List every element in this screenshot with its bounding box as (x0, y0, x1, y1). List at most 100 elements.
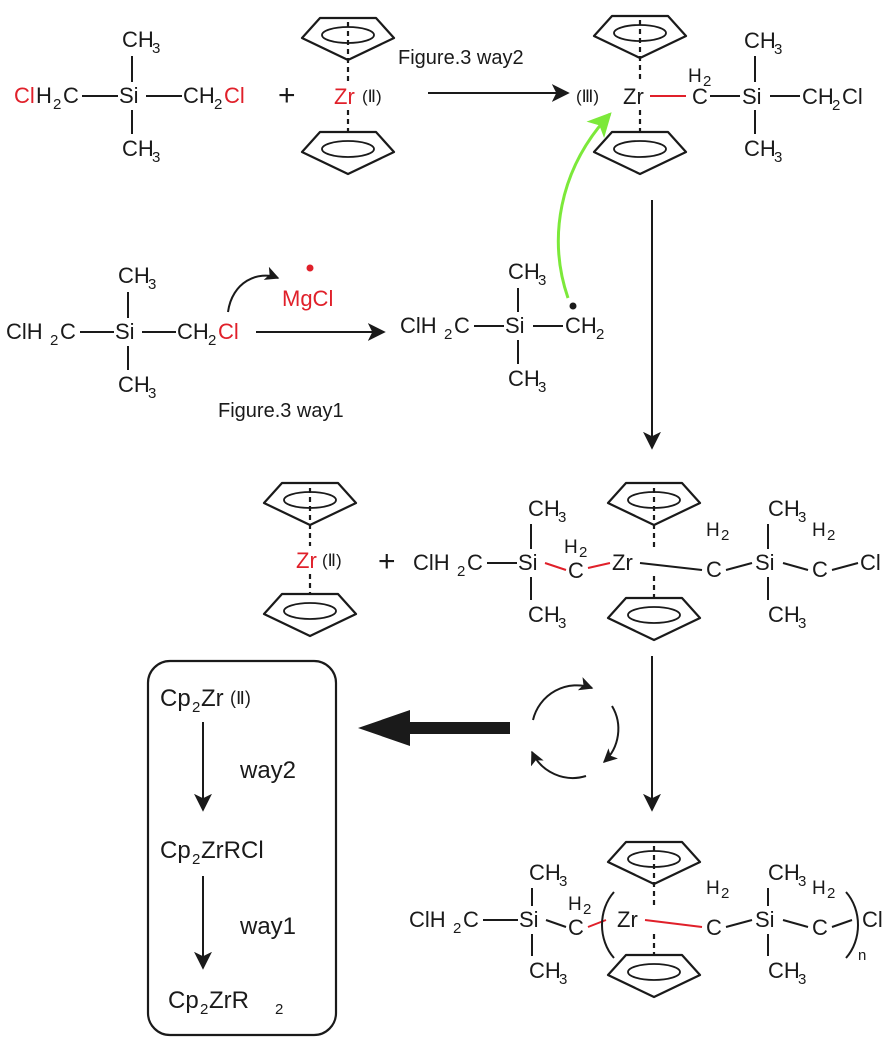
methyl-subscript: 3 (774, 41, 782, 58)
ring-aromatic-circle (283, 602, 337, 620)
bond (782, 562, 809, 571)
silicon-atom: Si (755, 907, 775, 932)
bond (725, 919, 753, 928)
h-subscript: 2 (583, 901, 591, 918)
thick-left-arrow (358, 710, 510, 746)
c-label: C (706, 915, 722, 940)
cyclopentadienyl-ring (606, 953, 702, 999)
cp-subscript: 2 (192, 699, 200, 716)
methyl-subscript: 3 (798, 971, 806, 988)
cycle-arrow (530, 750, 587, 779)
h-subscript: 2 (53, 96, 61, 113)
chlorine-atom: Cl (224, 83, 245, 108)
chlorine-atom: Cl (218, 319, 239, 344)
repeat-unit-close-bracket (845, 891, 859, 959)
methyl-subscript: 3 (148, 385, 156, 402)
h-subscript: 2 (444, 326, 452, 343)
silicon-atom: Si (505, 313, 525, 338)
zirconium-atom: Zr (334, 84, 355, 109)
c-label: C (568, 558, 584, 583)
h-subscript: 2 (827, 527, 835, 544)
zirconocene-regenerated: Zr (Ⅱ) (262, 481, 358, 638)
zirconocene-reagent: Zr (Ⅱ) (300, 16, 396, 176)
clh2-label: ClH (6, 319, 43, 344)
methyl-subscript: 3 (148, 276, 156, 293)
zr-carbon-bond (644, 919, 703, 928)
step-way1-label: way1 (239, 913, 296, 940)
methyl-label: CH (529, 958, 561, 983)
way1-caption: Figure.3 way1 (218, 400, 344, 422)
ch2-label: CH (183, 83, 215, 108)
h-subscript: 2 (457, 563, 465, 580)
zirconium-atom: Zr (623, 84, 644, 109)
zirconium-atom: Zr (617, 907, 638, 932)
methyl-subscript: 3 (558, 509, 566, 526)
h-label: H (568, 894, 582, 915)
zrr2-label: ZrR (209, 987, 249, 1014)
zirconium-atom: Zr (612, 550, 633, 575)
cyclopentadienyl-ring (262, 592, 358, 638)
chlorine-atom: Cl (860, 550, 881, 575)
cyclopentadienyl-ring (300, 130, 396, 176)
h-label: H (812, 520, 826, 541)
h-label: H (564, 537, 578, 558)
radical-dot (569, 302, 577, 310)
h-subscript: 2 (579, 544, 587, 561)
ch2-label: CH (565, 313, 597, 338)
h-label: H (706, 878, 720, 899)
methyl-label: CH (508, 259, 540, 284)
h-label: H (706, 520, 720, 541)
methyl-subscript: 3 (559, 873, 567, 890)
c-label: C (467, 550, 483, 575)
ring-aromatic-circle (627, 963, 681, 981)
methyl-label: CH (744, 28, 776, 53)
c-label: C (63, 83, 79, 108)
chlorine-atom: Cl (14, 83, 35, 108)
silicon-atom: Si (742, 84, 762, 109)
r-subscript: 2 (275, 1001, 283, 1018)
cycle-arrow (532, 677, 594, 721)
cyclopentadienyl-ring (606, 596, 702, 642)
plus-sign: + (378, 545, 396, 578)
cyclopentadienyl-ring (592, 130, 688, 176)
c-label: C (463, 907, 479, 932)
methyl-label: CH (768, 958, 800, 983)
silicon-atom: Si (755, 550, 775, 575)
methyl-label: CH (118, 263, 150, 288)
h-subscript: 2 (453, 920, 461, 937)
silicon-atom: Si (115, 319, 135, 344)
si-carbon-bond (544, 562, 567, 571)
ch2-subscript: 2 (832, 97, 840, 114)
methyl-subscript: 3 (538, 272, 546, 289)
methyl-label: CH (768, 860, 800, 885)
ch2-subscript: 2 (208, 332, 216, 349)
carbon-carbon-bond (587, 919, 607, 928)
h-subscript: 2 (703, 73, 711, 90)
curved-electron-arrow (227, 266, 280, 313)
cyclopentadienyl-ring (300, 16, 396, 62)
methyl-label: CH (528, 496, 560, 521)
step-way2-label: way2 (239, 757, 296, 784)
methyl-subscript: 3 (152, 149, 160, 166)
silicon-atom: Si (519, 907, 539, 932)
way2-caption: Figure.3 way2 (398, 47, 524, 69)
repeat-unit-open-bracket (601, 891, 615, 959)
c-label: C (454, 313, 470, 338)
reactant-bis-chloromethyl-silane: CH3 Cl H 2 C Si CH 2 Cl CH3 (14, 27, 245, 166)
cycle-arrow (602, 705, 620, 763)
cyclopentadienyl-ring (606, 481, 702, 527)
cp-label: Cp (160, 837, 191, 864)
oxidation-state: (Ⅱ) (322, 551, 342, 570)
methyl-label: CH (118, 372, 150, 397)
h-label: H (688, 66, 702, 87)
cyclopentadienyl-ring (592, 14, 688, 60)
oxidation-state: (Ⅱ) (230, 688, 251, 708)
c-label: C (692, 84, 708, 109)
h-subscript: 2 (827, 885, 835, 902)
clh2-label: ClH (400, 313, 437, 338)
methyl-subscript: 3 (798, 615, 806, 632)
